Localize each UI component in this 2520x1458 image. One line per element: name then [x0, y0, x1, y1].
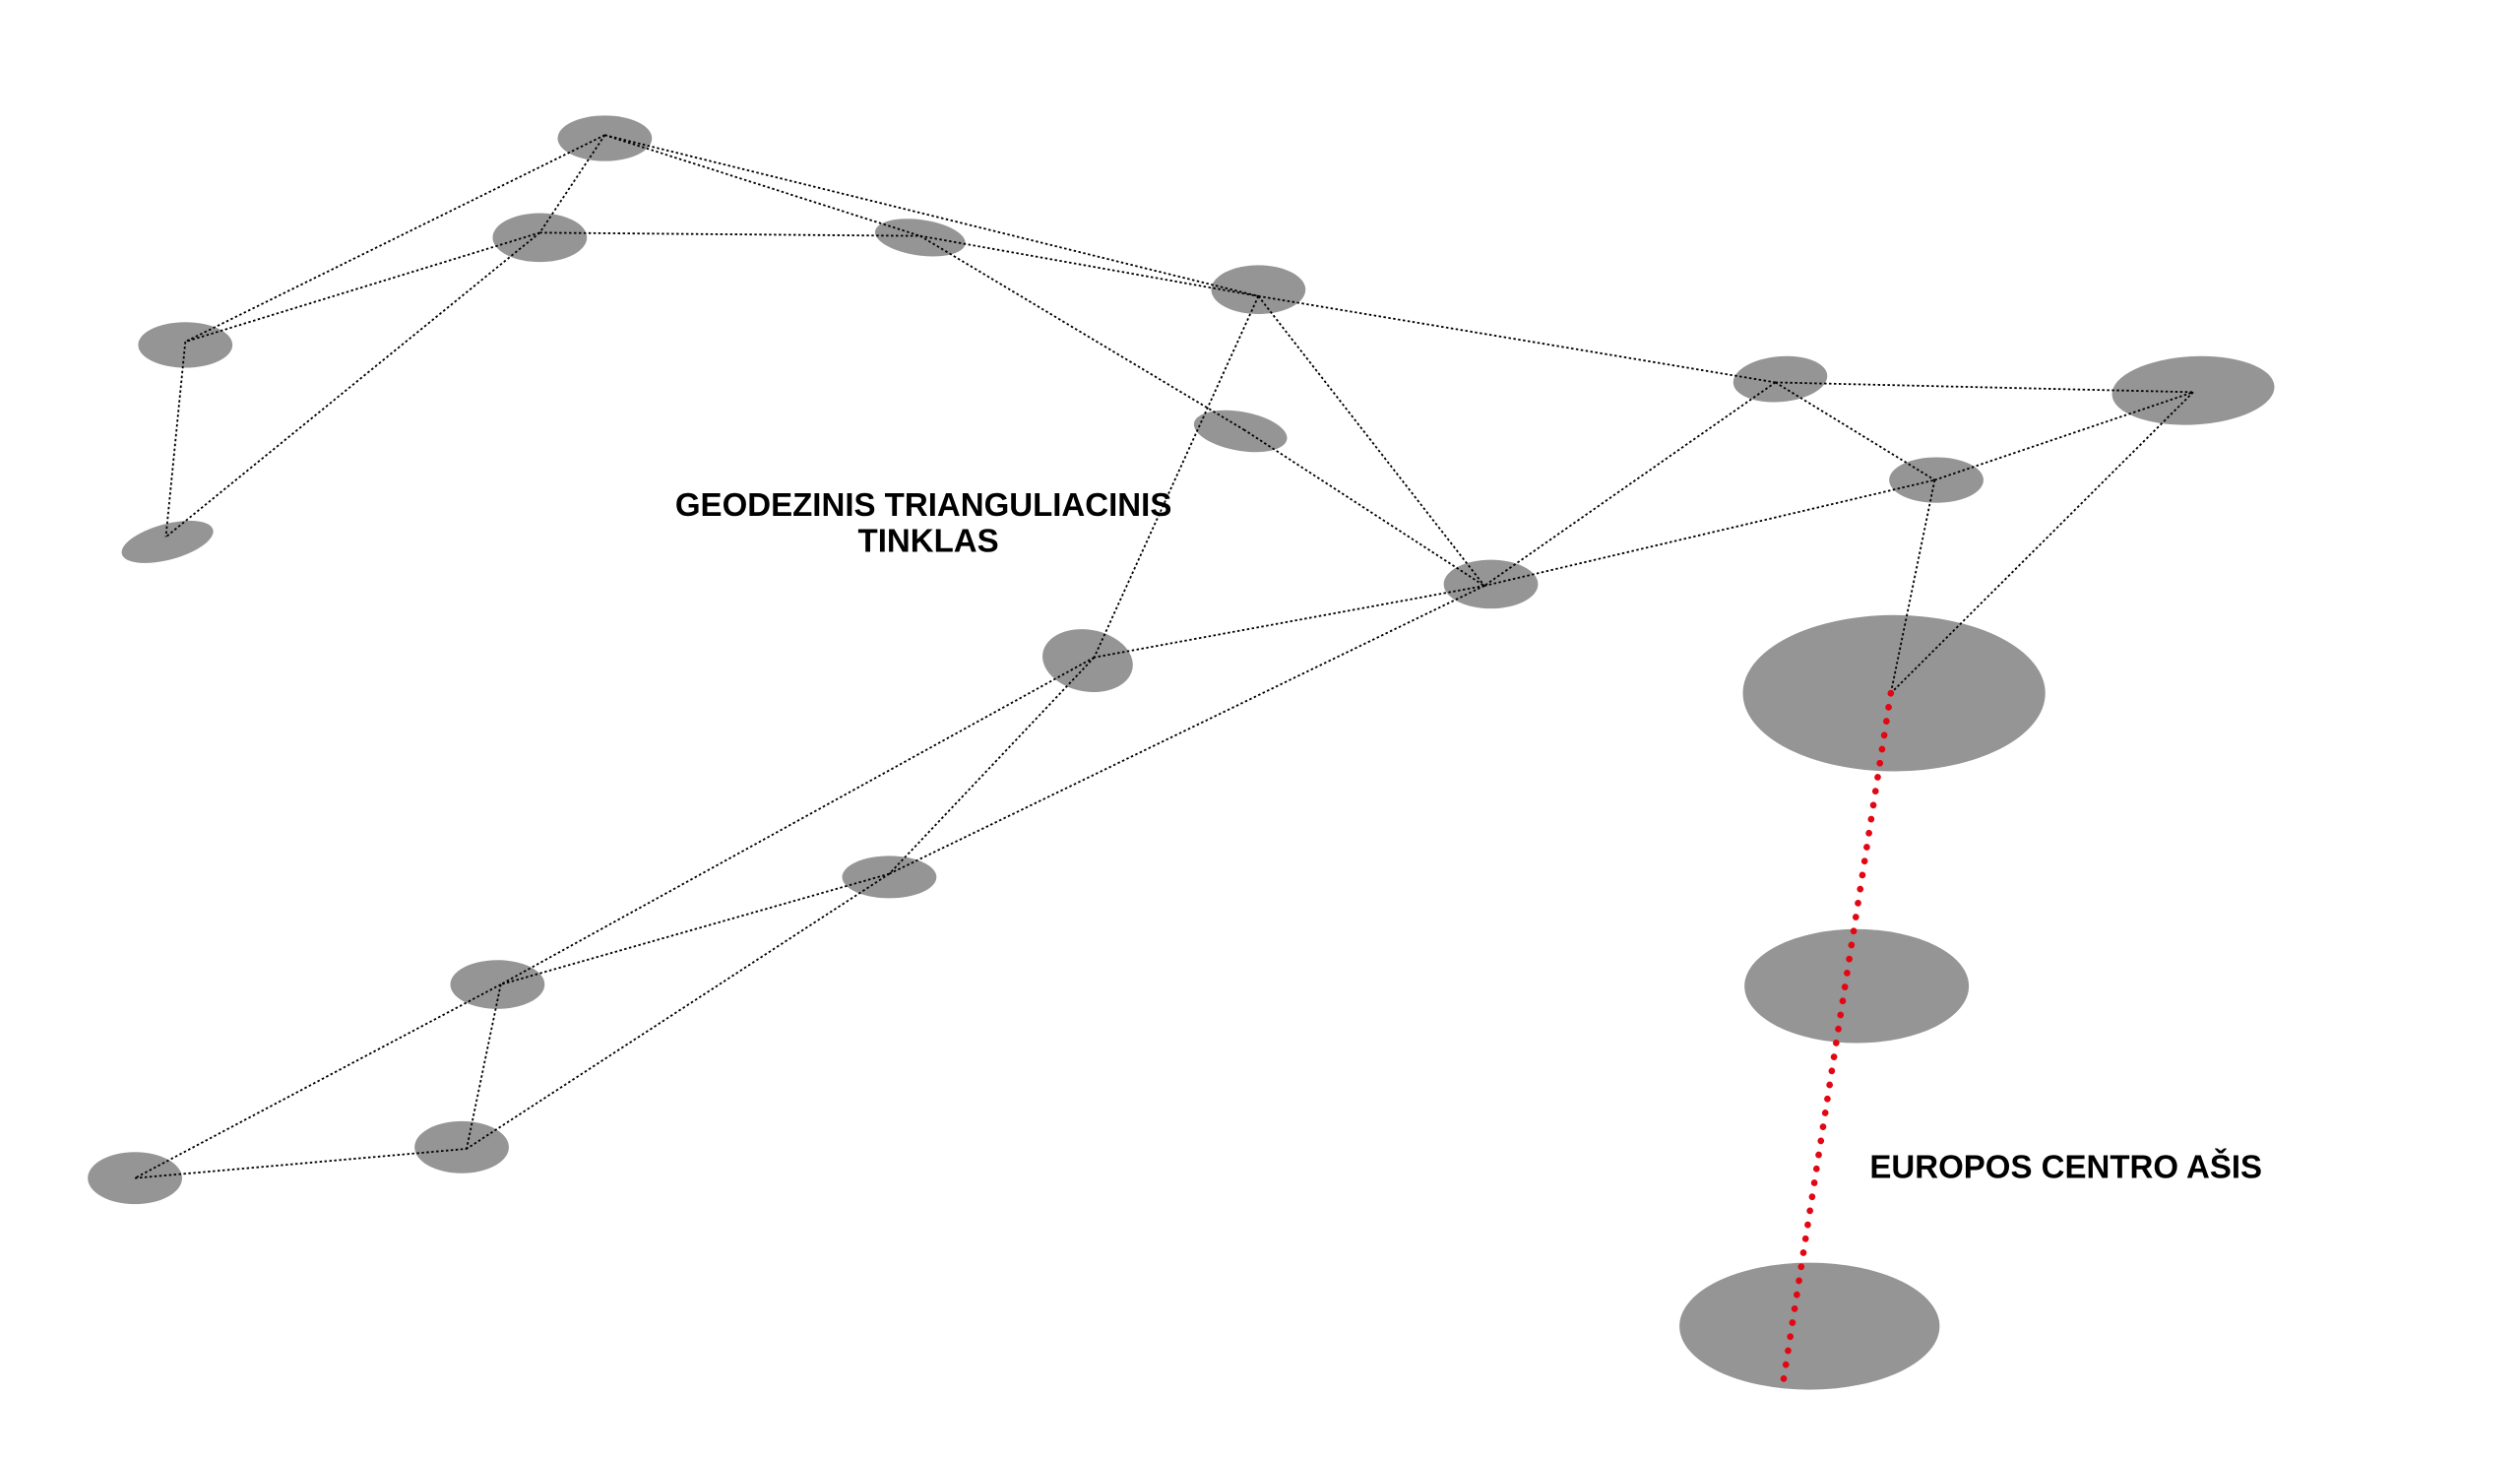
network-edge — [919, 234, 1259, 297]
network-edge — [1258, 294, 1776, 384]
network-edge — [164, 231, 540, 539]
europe-center-axis — [1780, 689, 1895, 1383]
station-node — [450, 960, 545, 1009]
station-node — [414, 1120, 509, 1173]
network-edge — [1775, 381, 2194, 394]
station-node — [121, 520, 214, 563]
network-edge — [889, 585, 1485, 875]
network-edge — [1093, 295, 1260, 659]
network-edge — [1775, 381, 1935, 481]
network-edge — [1257, 295, 1485, 587]
network-edge — [539, 231, 920, 237]
station-node — [492, 213, 588, 263]
station-node — [2111, 355, 2275, 425]
network-edge — [1889, 479, 1936, 694]
network-edge — [185, 231, 540, 343]
network-edge — [604, 134, 921, 237]
station-node — [1679, 1262, 1940, 1390]
network-edge — [538, 134, 606, 233]
network-edge — [164, 342, 187, 538]
network-edge — [1483, 381, 1777, 587]
network-edges — [134, 134, 2194, 1179]
network-edge — [466, 872, 890, 1150]
network-edge — [1934, 391, 2194, 481]
station-node — [1732, 355, 1828, 403]
station-node — [1193, 410, 1288, 453]
station-node — [138, 322, 233, 368]
network-edge — [1890, 391, 2194, 694]
network-edge — [1483, 478, 1935, 587]
axis-label: EUROPOS CENTRO AŠIS — [1869, 1148, 2262, 1186]
station-node — [557, 115, 653, 161]
network-edge — [500, 872, 890, 985]
network-label-line2: TINKLAS — [858, 523, 999, 559]
network-edge — [134, 983, 502, 1179]
station-node — [1211, 265, 1306, 315]
network-edge — [1242, 428, 1485, 587]
network-edge — [135, 1148, 468, 1179]
network-edge — [1094, 585, 1485, 659]
network-edge — [466, 983, 502, 1150]
station-node — [874, 219, 966, 257]
station-node — [842, 856, 937, 899]
network-edge — [919, 234, 1244, 431]
network-edge — [604, 134, 1259, 297]
network-edge — [888, 657, 1096, 875]
axis-dotted-line — [1780, 689, 1895, 1383]
station-nodes — [88, 115, 2275, 1390]
station-node — [1744, 928, 1970, 1044]
network-label-line1: GEODEZINIS TRIANGULIACINIS — [675, 487, 1171, 524]
network-edge — [500, 656, 1095, 985]
